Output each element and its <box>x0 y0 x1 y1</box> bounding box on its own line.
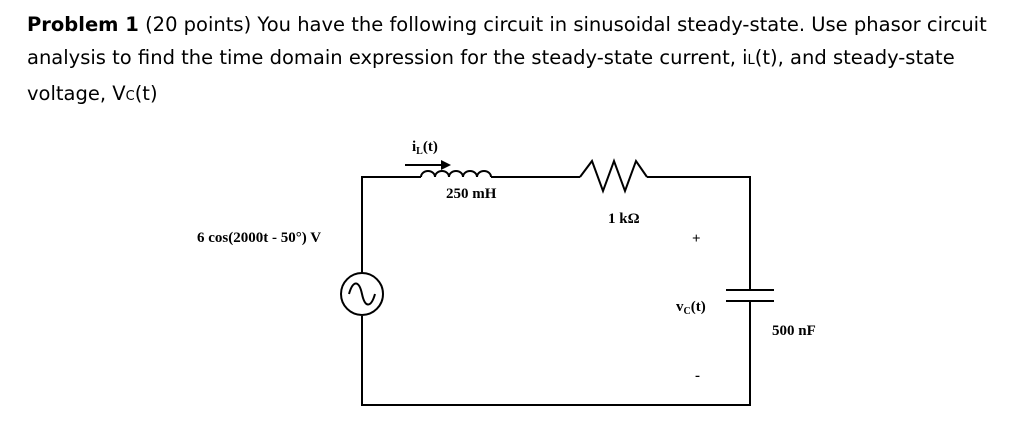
wire-top-left <box>361 176 421 273</box>
problem-statement: Problem 1 (20 points) You have the follo… <box>27 8 1002 113</box>
vc-label: vC(t) <box>676 299 706 317</box>
problem-points: (20 points) <box>145 13 252 36</box>
current-label: iL(t) <box>412 139 438 157</box>
problem-number: Problem 1 <box>27 13 139 36</box>
minus-sign: - <box>695 368 700 384</box>
problem-text-1: You have the following circuit in sinuso… <box>27 13 987 69</box>
resistor-zigzag <box>579 158 648 194</box>
inductor-coil <box>420 170 492 178</box>
capacitor-label: 500 nF <box>772 323 816 339</box>
wire-right-bottom <box>361 301 751 406</box>
ac-source-sine <box>348 282 376 306</box>
current-arrow-head <box>441 160 451 170</box>
problem-text-2: (t), and steady-state voltage, V <box>27 46 955 105</box>
resistor-label: 1 kΩ <box>608 211 640 227</box>
inductor-label: 250 mH <box>446 186 497 202</box>
plus-sign: + <box>692 231 701 247</box>
subscript-C: C <box>125 89 135 104</box>
source-label: 6 cos(2000t - 50°) V <box>197 230 321 246</box>
ac-source-circle <box>340 272 384 316</box>
subscript-L: L <box>747 53 755 68</box>
problem-text-3: (t) <box>134 82 158 105</box>
wire-top-right <box>647 176 751 290</box>
